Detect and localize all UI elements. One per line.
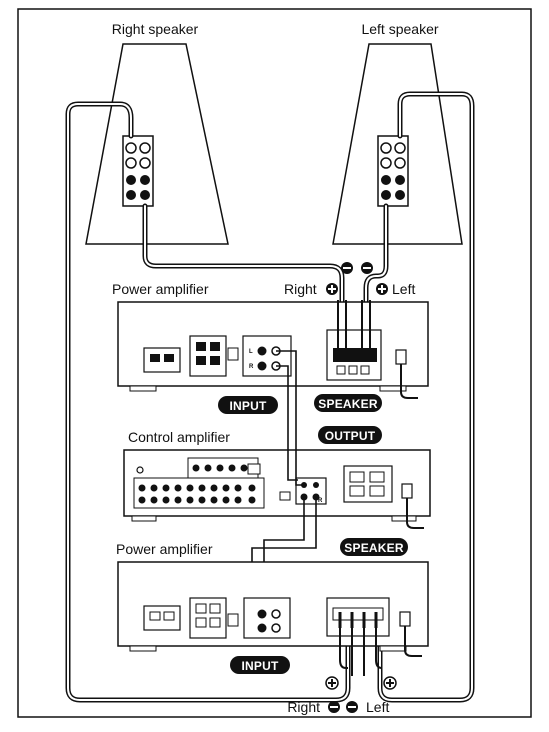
svg-text:R: R (249, 364, 254, 370)
svg-text:INPUT: INPUT (242, 659, 279, 673)
polarity-minus-bottom-icons (328, 701, 358, 713)
output-badge: OUTPUT (318, 426, 382, 444)
polarity-minus-top-icons (341, 262, 373, 274)
bottom-input-panel (243, 597, 291, 639)
top-left-plus-icon (376, 283, 388, 295)
control-amplifier-label: Control amplifier (128, 429, 230, 445)
bottom-right-label: Right (287, 699, 320, 715)
svg-text:INPUT: INPUT (230, 399, 267, 413)
bottom-power-amplifier-label: Power amplifier (116, 541, 213, 557)
svg-text:OUTPUT: OUTPUT (325, 429, 376, 443)
top-power-amplifier-label: Power amplifier (112, 281, 209, 297)
top-right-label: Right (284, 281, 317, 297)
right-speaker-label: Right speaker (112, 21, 199, 37)
bottom-power-amplifier (117, 561, 429, 657)
speaker-cables (65, 91, 475, 703)
bottom-input-badge: INPUT (230, 656, 290, 674)
control-amplifier: R (123, 449, 431, 529)
right-speaker (85, 43, 229, 245)
bottom-speaker-badge: SPEAKER (340, 538, 408, 556)
top-power-amplifier: L R (117, 301, 429, 399)
top-left-label: Left (392, 281, 415, 297)
top-input-panel (242, 335, 292, 377)
svg-text:L: L (249, 349, 253, 355)
left-speaker (332, 43, 463, 245)
top-right-plus-icon (326, 283, 338, 295)
diagram-frame (17, 8, 532, 718)
bottom-right-plus-icon (325, 676, 339, 690)
svg-text:SPEAKER: SPEAKER (344, 541, 404, 555)
control-amp-jack-array (133, 457, 265, 509)
svg-text:R: R (318, 498, 323, 504)
svg-text:SPEAKER: SPEAKER (318, 397, 378, 411)
left-speaker-label: Left speaker (361, 21, 438, 37)
top-input-badge: INPUT (218, 396, 278, 414)
top-speaker-badge: SPEAKER (314, 394, 382, 412)
output-panel (295, 477, 327, 505)
bottom-left-plus-icon (383, 676, 397, 690)
bottom-left-label: Left (366, 699, 389, 715)
